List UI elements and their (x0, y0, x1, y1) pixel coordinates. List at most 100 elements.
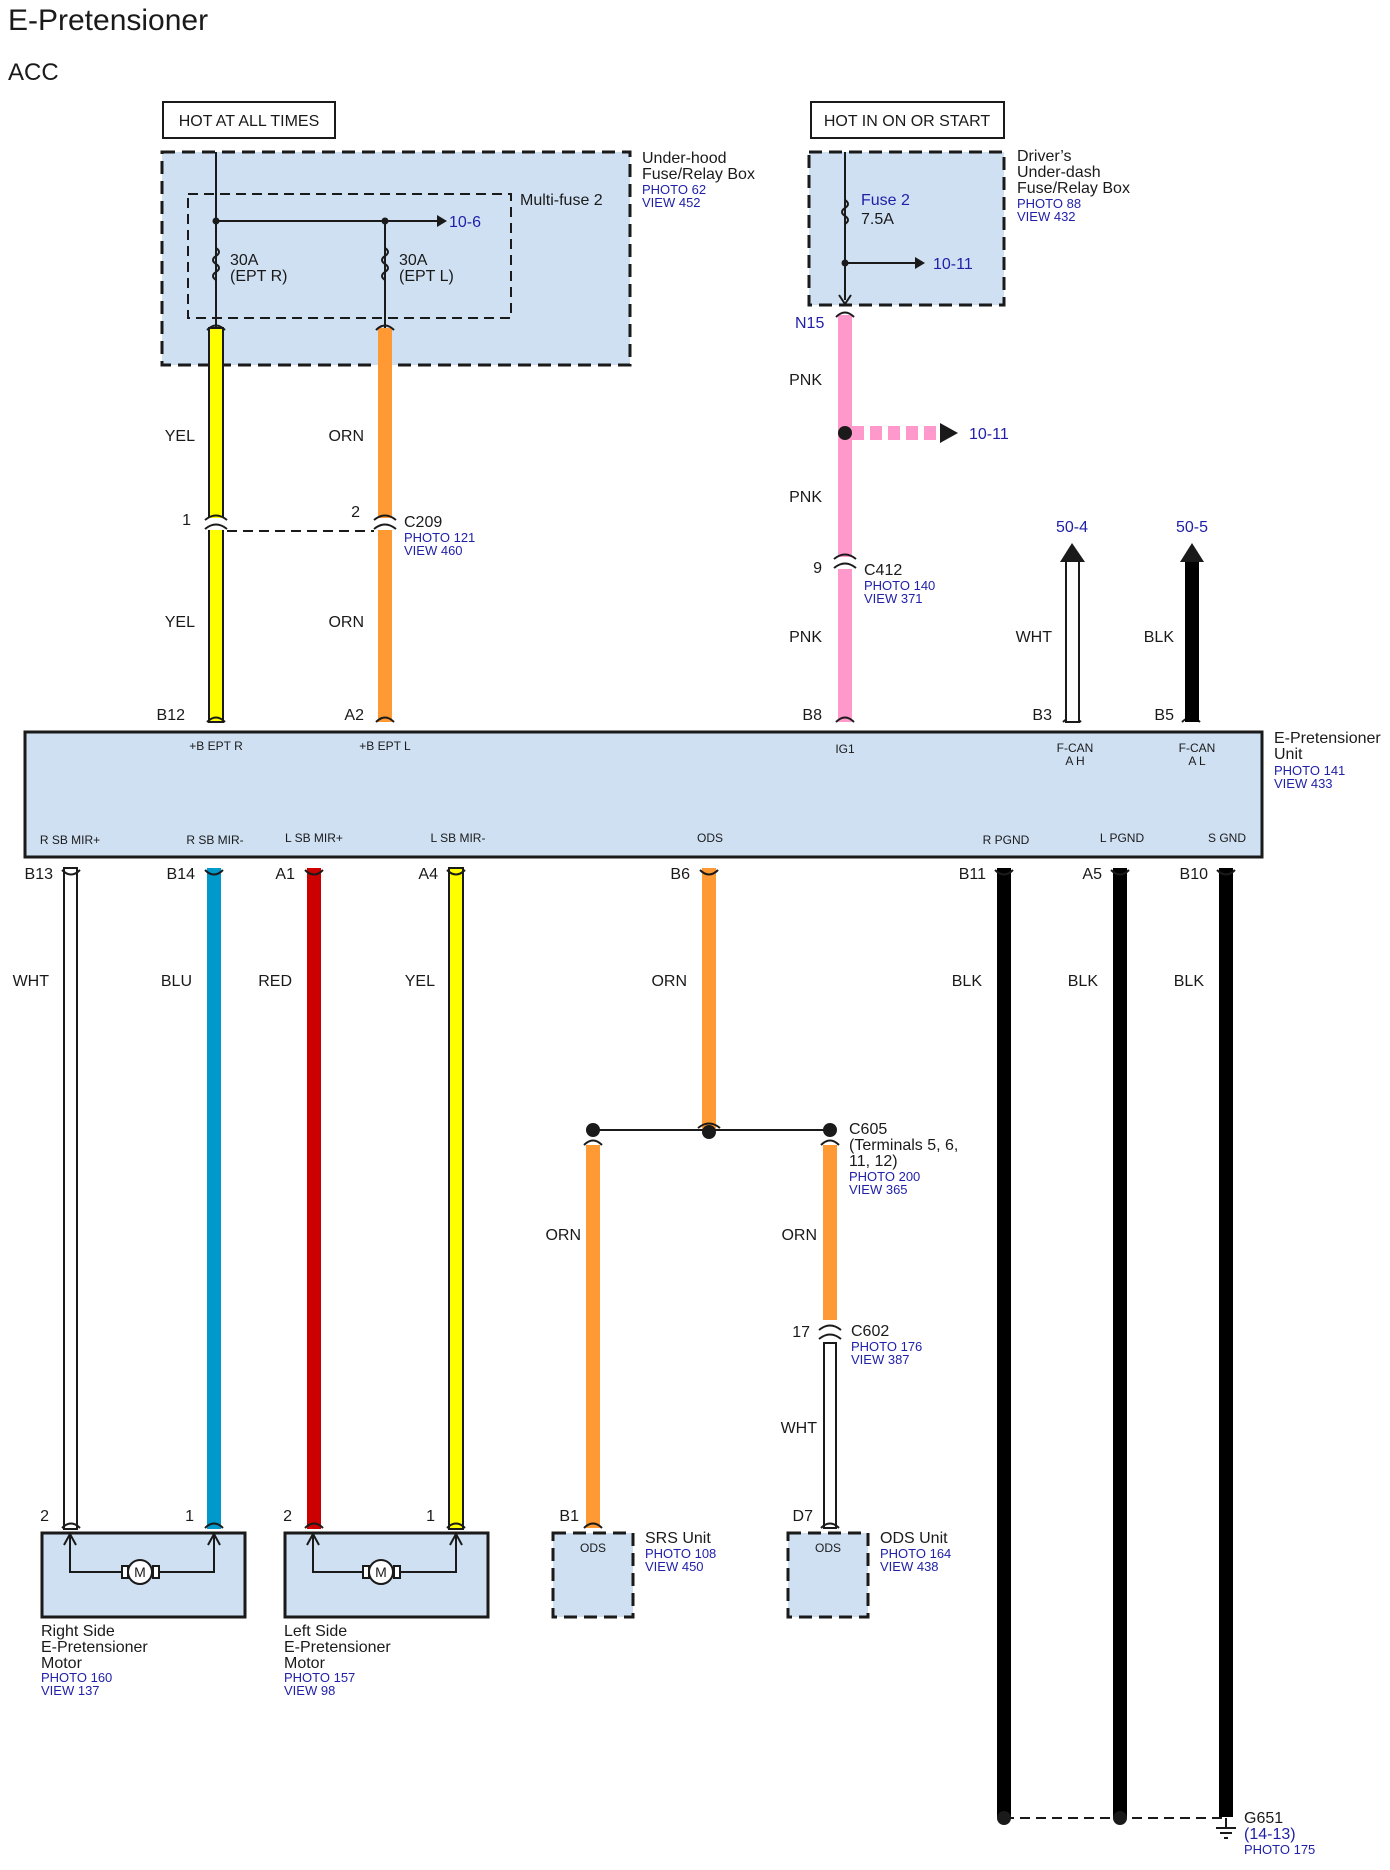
wire-color-b10: BLK (1174, 973, 1205, 990)
pin-a4: A4 (418, 866, 438, 883)
wire-orn-ods (823, 1145, 837, 1320)
wire-color-can-h: WHT (1016, 629, 1053, 646)
wire-blu-b14 (207, 868, 221, 1529)
c605-photo: PHOTO 200 (849, 1169, 920, 1184)
srs-photo: PHOTO 108 (645, 1546, 716, 1561)
underhood-xref: 10-6 (449, 214, 481, 231)
ground-icon (1216, 1818, 1236, 1839)
unit-label-b14: R SB MIR- (186, 833, 243, 847)
e-pretensioner-unit (23, 730, 1264, 859)
can-h-xref: 50-4 (1056, 519, 1088, 536)
unit-label-a5: L PGND (1100, 831, 1145, 845)
unit-label-b5-1: F-CAN (1179, 741, 1216, 755)
c605-detail-2: 11, 12) (849, 1153, 898, 1170)
pin-a2: A2 (344, 707, 364, 724)
c605-symbol (583, 1139, 840, 1146)
c605-center-marker (697, 1122, 721, 1129)
unit-name-1: E-Pretensioner (1274, 730, 1381, 747)
unit-label-b8: IG1 (835, 742, 855, 756)
right-motor-brush (152, 1565, 160, 1579)
unit-photo: PHOTO 141 (1274, 763, 1345, 778)
unit-label-b10: S GND (1208, 831, 1246, 845)
underhood-fuse-box (160, 150, 632, 367)
hot-in-on-or-start-label: HOT IN ON OR START (824, 113, 990, 130)
r-motor-name-3: Motor (41, 1655, 83, 1672)
c605-name: C605 (849, 1121, 887, 1138)
c209-name: C209 (404, 514, 442, 531)
c412-photo: PHOTO 140 (864, 578, 935, 593)
ods-photo: PHOTO 164 (880, 1546, 951, 1561)
wire-color-b13: WHT (13, 973, 50, 990)
wire-color-b6: ORN (651, 973, 687, 990)
wire-yel-a4 (448, 867, 464, 1530)
left-motor-arrows (306, 1531, 463, 1546)
unit-label-b3-2: A H (1065, 754, 1084, 768)
pin-a5: A5 (1082, 866, 1102, 883)
splice-dot (838, 426, 852, 440)
wire-red-a1 (307, 868, 321, 1529)
underdash-output-arrow (838, 294, 852, 306)
wire-color-can-l: BLK (1144, 629, 1175, 646)
unit-label-b3-1: F-CAN (1057, 741, 1094, 755)
right-motor-symbol: M (134, 1564, 146, 1580)
right-motor-circuit (69, 1534, 215, 1573)
underdash-view: VIEW 432 (1017, 209, 1076, 224)
fuse-2-amp: 7.5A (861, 211, 894, 228)
right-motor-arrows (63, 1531, 221, 1546)
srs-name: SRS Unit (645, 1530, 711, 1547)
ods-branch-dot-center (702, 1125, 716, 1139)
l-motor-pin-b: 1 (426, 1508, 435, 1525)
l-motor-pin-a: 2 (283, 1508, 292, 1525)
left-motor-brush (393, 1565, 401, 1579)
c412-pin: 9 (813, 560, 822, 577)
underdash-fuse-box (807, 150, 1006, 307)
hot-in-on-or-start-box (810, 101, 1005, 139)
wire-color-ods-wht: WHT (781, 1420, 818, 1437)
wire-color-yel-mid: YEL (165, 614, 195, 631)
fuse-ept-l-name: (EPT L) (399, 268, 454, 285)
unit-label-b6: ODS (697, 831, 723, 845)
diagram-subtitle: ACC (8, 59, 59, 86)
pin-b6: B6 (670, 866, 690, 883)
c602-symbol (818, 1324, 842, 1340)
underdash-name-2: Under-dash (1017, 164, 1101, 181)
c605-detail-1: (Terminals 5, 6, (849, 1137, 958, 1154)
underhood-junction-dot (381, 217, 389, 225)
l-motor-name-1: Left Side (284, 1623, 347, 1640)
pin-b13: B13 (25, 866, 54, 883)
wire-blk-b11 (997, 868, 1011, 1817)
wire-blk-a5 (1113, 868, 1127, 1817)
ods-unit-box (786, 1531, 870, 1619)
r-motor-pin-a: 2 (40, 1508, 49, 1525)
hot-at-all-times-box (162, 101, 336, 139)
splice-pnk-stub-5 (924, 426, 936, 440)
underdash-junction-dot (841, 259, 849, 267)
unit-label-b5-2: A L (1188, 754, 1206, 768)
ods-pin: D7 (793, 1508, 814, 1525)
unit-name-2: Unit (1274, 746, 1303, 763)
wire-color-srs-orn: ORN (545, 1227, 581, 1244)
wire-color-orn-top: ORN (328, 428, 364, 445)
underhood-photo: PHOTO 62 (642, 182, 706, 197)
c602-view: VIEW 387 (851, 1352, 910, 1367)
c209-pin1: 1 (182, 512, 191, 529)
l-motor-name-2: E-Pretensioner (284, 1639, 391, 1656)
fuse-ept-r-name: (EPT R) (230, 268, 287, 285)
underhood-view: VIEW 452 (642, 195, 701, 210)
fuse-ept-l-symbol (381, 247, 389, 281)
wire-top-markers (61, 869, 1236, 876)
c412-symbol (833, 553, 857, 569)
wire-pnk-b8 (838, 315, 852, 722)
ods-branch-dot-left (586, 1123, 600, 1137)
srs-terminal: ODS (580, 1541, 606, 1555)
underhood-junction-dot (212, 217, 220, 225)
underdash-name-3: Fuse/Relay Box (1017, 180, 1130, 197)
unit-label-a4: L SB MIR- (431, 831, 486, 845)
underdash-name-1: Driver’s (1017, 148, 1072, 165)
wire-wht-b13 (63, 867, 78, 1530)
left-motor-icon (368, 1559, 394, 1585)
fuse-ept-r-symbol (212, 247, 220, 281)
pin-b3: B3 (1032, 707, 1052, 724)
pin-b8: B8 (802, 707, 822, 724)
